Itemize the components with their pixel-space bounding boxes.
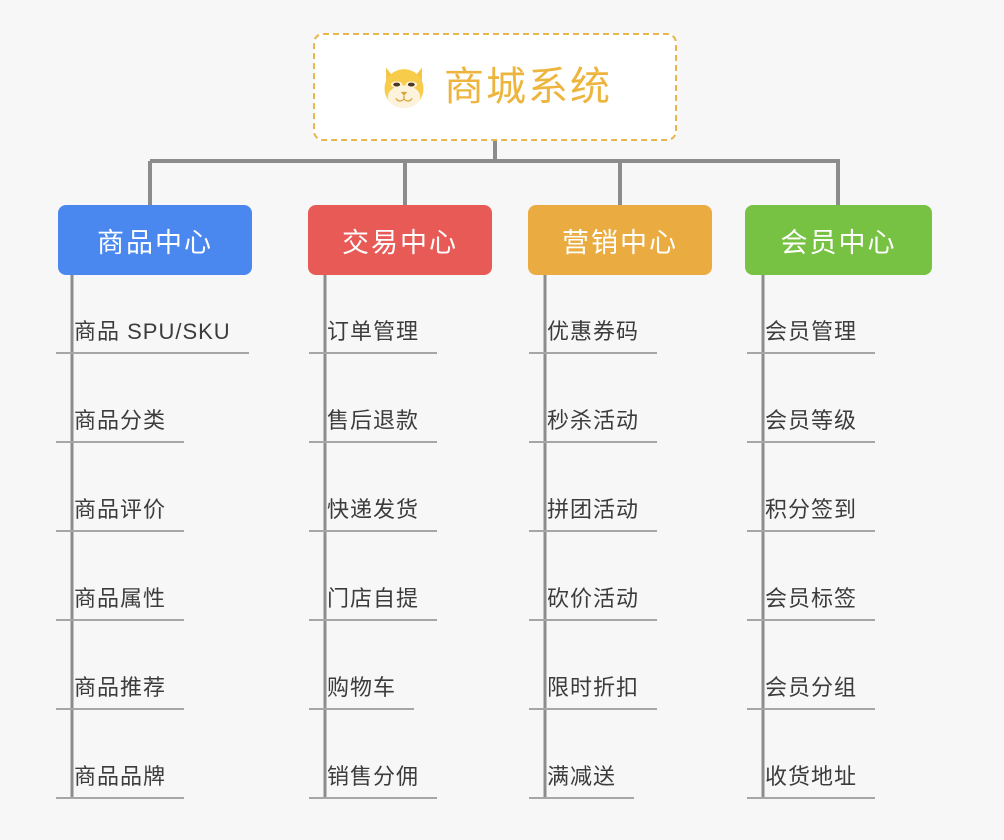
leaf-label: 商品属性 xyxy=(74,586,167,611)
leaf-rule xyxy=(309,352,437,354)
leaf-label: 秒杀活动 xyxy=(547,408,640,433)
category-box-marketing[interactable]: 营销中心 xyxy=(528,205,712,275)
leaf-rule xyxy=(529,797,634,799)
leaf-label: 限时折扣 xyxy=(547,675,640,700)
leaf-rule xyxy=(309,441,437,443)
leaf-rule xyxy=(309,708,414,710)
leaf-label: 商品品牌 xyxy=(74,764,167,789)
leaf-rule xyxy=(529,619,657,621)
leaf-rule xyxy=(309,797,437,799)
root-node[interactable]: 商城系统 xyxy=(313,33,677,141)
leaf-label: 购物车 xyxy=(327,675,397,700)
leaf-label: 门店自提 xyxy=(327,586,420,611)
leaf-rule xyxy=(747,441,875,443)
leaf-label: 销售分佣 xyxy=(327,764,420,789)
leaf-label: 会员管理 xyxy=(765,319,858,344)
leaf-label: 商品评价 xyxy=(74,497,167,522)
leaf-label: 积分签到 xyxy=(765,497,858,522)
leaf-rule xyxy=(747,619,875,621)
leaf-rule xyxy=(747,352,875,354)
leaf-label: 快递发货 xyxy=(327,497,420,522)
category-label: 营销中心 xyxy=(562,227,678,258)
dog-face-icon xyxy=(384,67,424,109)
leaf-label: 商品分类 xyxy=(74,408,167,433)
leaf-rule xyxy=(747,530,875,532)
leaf-label: 拼团活动 xyxy=(547,497,640,522)
leaf-rule xyxy=(529,708,657,710)
leaf-label: 满减送 xyxy=(547,764,617,789)
leaf-label: 收货地址 xyxy=(765,764,858,789)
leaf-label: 会员分组 xyxy=(765,675,858,700)
leaf-label: 订单管理 xyxy=(327,319,420,344)
category-box-member[interactable]: 会员中心 xyxy=(745,205,932,275)
category-label: 商品中心 xyxy=(97,227,213,258)
leaf-rule xyxy=(747,797,875,799)
leaf-rule xyxy=(56,352,249,354)
leaf-rule xyxy=(309,530,437,532)
category-label: 交易中心 xyxy=(342,227,458,258)
leaf-label: 售后退款 xyxy=(327,408,420,433)
category-box-product[interactable]: 商品中心 xyxy=(58,205,252,275)
category-label: 会员中心 xyxy=(780,227,897,258)
leaf-rule xyxy=(309,619,437,621)
leaf-label: 砍价活动 xyxy=(547,586,640,611)
root-title: 商城系统 xyxy=(444,65,612,109)
leaf-rule xyxy=(56,708,184,710)
leaf-label: 商品推荐 xyxy=(74,675,167,700)
leaf-rule xyxy=(56,797,184,799)
leaf-label: 会员等级 xyxy=(765,408,858,433)
leaf-rule xyxy=(56,530,184,532)
leaf-rule xyxy=(529,352,657,354)
category-box-trade[interactable]: 交易中心 xyxy=(308,205,492,275)
leaf-rule xyxy=(56,619,184,621)
leaf-rule xyxy=(529,530,657,532)
leaf-label: 商品 SPU/SKU xyxy=(74,319,231,344)
leaf-rule xyxy=(529,441,657,443)
leaf-rule xyxy=(56,441,184,443)
leaf-rule xyxy=(747,708,875,710)
leaf-label: 会员标签 xyxy=(765,586,858,611)
leaf-label: 优惠券码 xyxy=(547,319,640,344)
